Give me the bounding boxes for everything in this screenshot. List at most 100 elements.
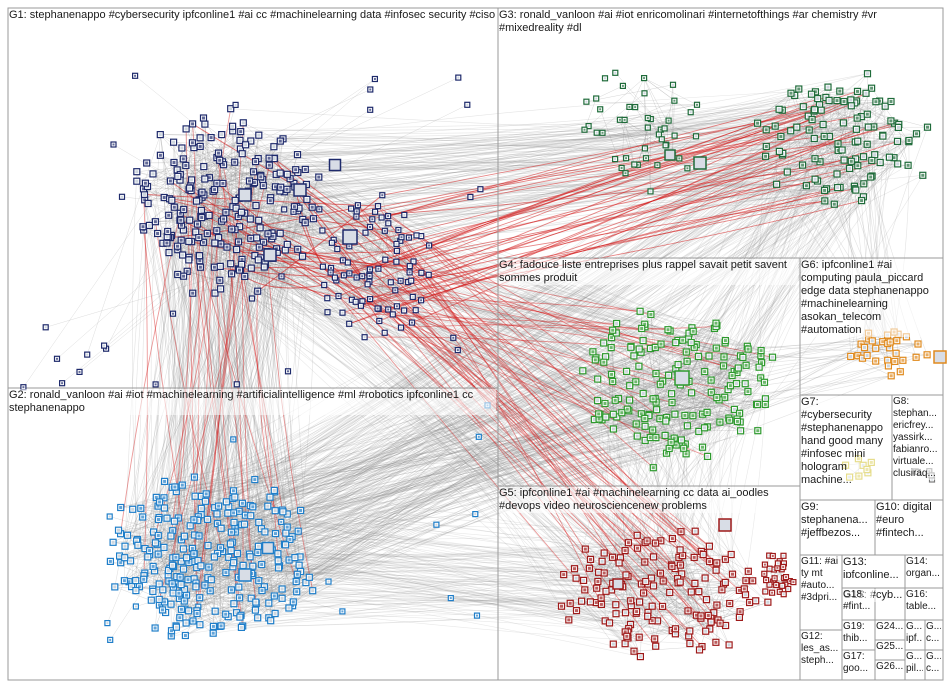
node-avatar [605, 590, 608, 593]
node-avatar [665, 452, 668, 455]
node-avatar [704, 577, 707, 580]
node-avatar [192, 620, 195, 623]
node-avatar [210, 136, 213, 139]
node-avatar [602, 361, 605, 364]
node-avatar [870, 159, 873, 162]
node-avatar [866, 72, 869, 75]
node-avatar [665, 144, 667, 146]
node-avatar [618, 561, 621, 564]
node-avatar [336, 248, 338, 250]
node-avatar [682, 447, 685, 450]
node-avatar [232, 489, 235, 492]
node-avatar [679, 581, 682, 584]
node-avatar [698, 648, 701, 651]
node-avatar [644, 425, 647, 428]
node-avatar [664, 127, 666, 129]
node-avatar [795, 126, 798, 129]
node-avatar [703, 426, 706, 429]
node-avatar [45, 326, 47, 328]
node-avatar [360, 305, 362, 307]
node-avatar [774, 125, 777, 128]
node-avatar [171, 529, 174, 532]
node-avatar [238, 269, 241, 272]
node-avatar [661, 605, 664, 608]
node-avatar [304, 581, 307, 584]
node-avatar [896, 162, 899, 165]
node-avatar [279, 140, 282, 143]
node-avatar [207, 566, 210, 569]
node-avatar [355, 216, 357, 218]
node-avatar [610, 346, 613, 349]
node-avatar [318, 208, 320, 210]
node-avatar [232, 438, 234, 440]
node-avatar [191, 122, 194, 125]
node-avatar [150, 599, 153, 602]
node-avatar [342, 259, 344, 261]
node-avatar [679, 564, 682, 567]
node-avatar [305, 198, 308, 201]
node-avatar [680, 572, 683, 575]
node-avatar [182, 568, 185, 571]
node-avatar [170, 634, 173, 637]
node-avatar [635, 423, 638, 426]
node-avatar [121, 196, 123, 198]
node-avatar [765, 128, 768, 131]
node-avatar [283, 208, 285, 210]
node-avatar [194, 495, 197, 498]
node-avatar [271, 235, 274, 238]
node-avatar [643, 417, 646, 420]
node-avatar [710, 391, 713, 394]
node-avatar [257, 521, 260, 524]
node-avatar [637, 365, 640, 368]
node-avatar [654, 542, 657, 545]
node-avatar [862, 182, 865, 185]
node-avatar [188, 187, 191, 190]
node-avatar [639, 655, 642, 658]
node-avatar [202, 165, 205, 168]
node-avatar [596, 132, 598, 134]
node-avatar [322, 266, 324, 268]
node-avatar [802, 105, 805, 108]
node-avatar [627, 541, 630, 544]
node-avatar [341, 610, 343, 612]
node-avatar [191, 141, 194, 144]
node-avatar [286, 188, 289, 191]
node-avatar [760, 349, 763, 352]
node-avatar [599, 108, 601, 110]
node-avatar [843, 159, 846, 162]
node-avatar [296, 153, 299, 156]
node-avatar [850, 160, 853, 163]
node-avatar [377, 308, 379, 310]
node-avatar [614, 603, 617, 606]
node-avatar [109, 639, 111, 641]
node-avatar [169, 535, 172, 538]
node-avatar [813, 137, 816, 140]
node-avatar [668, 120, 670, 122]
node-avatar [184, 164, 187, 167]
node-avatar [722, 364, 725, 367]
node-avatar [187, 240, 190, 243]
node-avatar [241, 258, 244, 261]
node-avatar [257, 134, 260, 137]
node-avatar [238, 596, 241, 599]
node-avatar [356, 210, 358, 212]
node-avatar [634, 380, 637, 383]
node-avatar [213, 188, 216, 191]
node-avatar [267, 232, 270, 235]
node-avatar [249, 555, 252, 558]
node-avatar [650, 577, 653, 580]
node-avatar [420, 299, 422, 301]
node-avatar [273, 157, 276, 160]
node-avatar [268, 164, 271, 167]
node-avatar [355, 301, 357, 303]
node-avatar [724, 558, 727, 561]
node-avatar [687, 609, 690, 612]
node-avatar [220, 527, 223, 530]
node-avatar [848, 167, 851, 170]
node-avatar [694, 530, 697, 533]
node-avatar [367, 283, 369, 285]
node-avatar [408, 237, 410, 239]
node-avatar [175, 626, 178, 629]
node-avatar [182, 208, 185, 211]
node-avatar [588, 125, 590, 127]
